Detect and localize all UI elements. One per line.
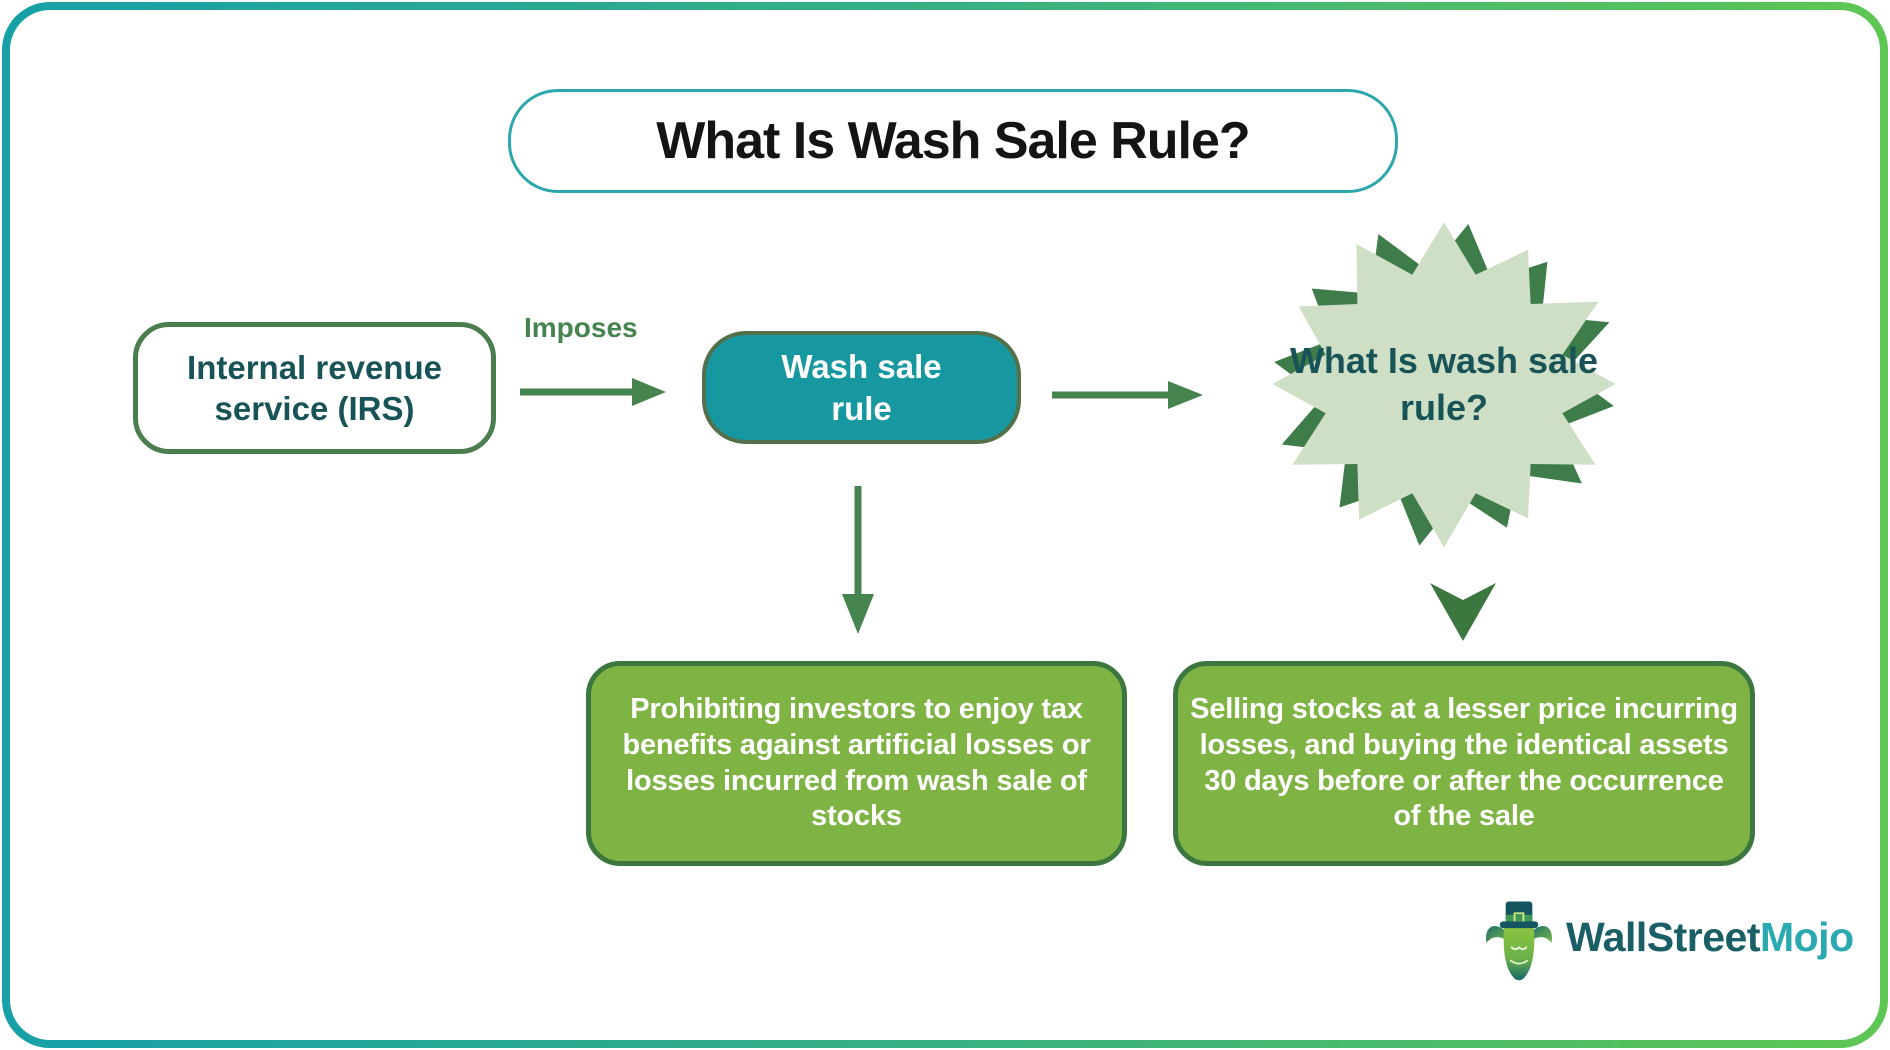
chevron-down-icon	[1430, 583, 1496, 641]
outcome-left-label: Prohibiting investors to enjoy tax benef…	[622, 692, 1091, 833]
logo-wordmark: WallStreetMojo	[1566, 914, 1854, 961]
starburst-label: What Is wash sale rule?	[1289, 340, 1599, 428]
irs-node-label: Internal revenue service (IRS)	[187, 348, 442, 427]
imposes-label: Imposes	[524, 312, 638, 343]
irs-node: Internal revenue service (IRS)	[133, 322, 496, 454]
outcome-box-prohibiting: Prohibiting investors to enjoy tax benef…	[586, 661, 1127, 866]
starburst-icon	[1272, 222, 1616, 548]
logo-text-wallstreet: WallStreet	[1566, 913, 1760, 960]
wash-sale-rule-node: Wash sale rule	[702, 331, 1021, 444]
starburst-shape	[1248, 203, 1640, 565]
outcome-box-selling: Selling stocks at a lesser price incurri…	[1173, 661, 1755, 866]
wash-sale-rule-label: Wash sale rule	[781, 348, 942, 427]
arrow-right-icon	[1052, 381, 1203, 409]
bull-mascot-icon	[1485, 901, 1553, 981]
logo-text-mojo: Mojo	[1759, 913, 1854, 960]
wallstreetmojo-logo: WallStreetMojo	[1482, 901, 1854, 987]
title-box: What Is Wash Sale Rule?	[508, 89, 1398, 193]
outcome-right-label: Selling stocks at a lesser price incurri…	[1190, 692, 1738, 833]
arrow-right-icon	[520, 378, 666, 406]
page-title: What Is Wash Sale Rule?	[656, 112, 1250, 170]
arrow-down-icon	[842, 486, 874, 634]
